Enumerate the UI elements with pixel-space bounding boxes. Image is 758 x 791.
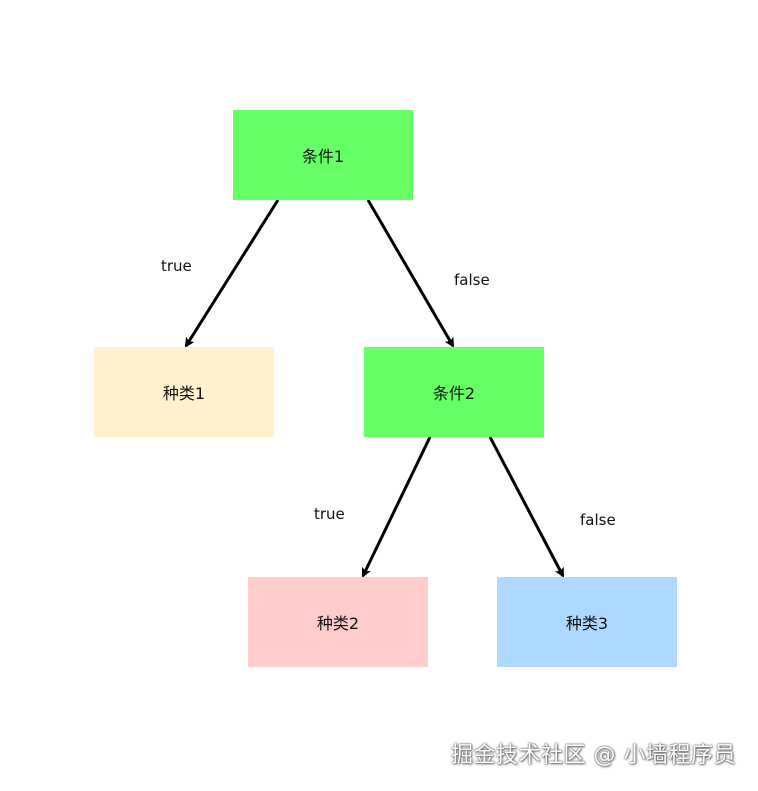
node-condition2-label: 条件2 <box>432 384 476 403</box>
node-category3-label: 种类3 <box>565 614 609 633</box>
watermark-text: 掘金技术社区 @ 小墙程序员 <box>451 743 736 768</box>
edge-label-condition2-true: true <box>314 505 345 523</box>
edge-label-condition2-false: false <box>580 511 616 529</box>
node-condition1-label: 条件1 <box>301 147 345 166</box>
node-condition1: 条件1 <box>233 110 413 200</box>
node-category2: 种类2 <box>248 577 428 667</box>
edge-label-condition1-false: false <box>454 271 490 289</box>
edge-condition1-category1 <box>184 199 280 348</box>
edge-label-condition1-true: true <box>161 257 192 275</box>
node-condition2: 条件2 <box>364 347 544 437</box>
edge-condition2-category3 <box>488 436 565 578</box>
node-category1: 种类1 <box>94 347 274 437</box>
node-category2-label: 种类2 <box>316 614 360 633</box>
node-category1-label: 种类1 <box>162 384 206 403</box>
node-category3: 种类3 <box>497 577 677 667</box>
edge-condition1-condition2 <box>366 199 455 348</box>
edge-condition2-category2 <box>361 436 432 578</box>
